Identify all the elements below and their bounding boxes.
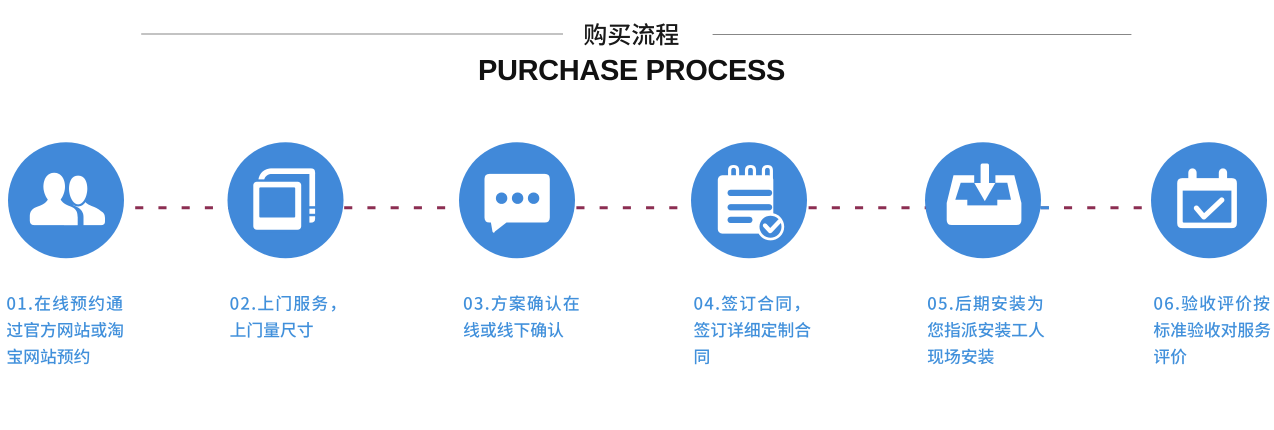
- svg-text:PURCHASE PROCESS: PURCHASE PROCESS: [478, 55, 785, 87]
